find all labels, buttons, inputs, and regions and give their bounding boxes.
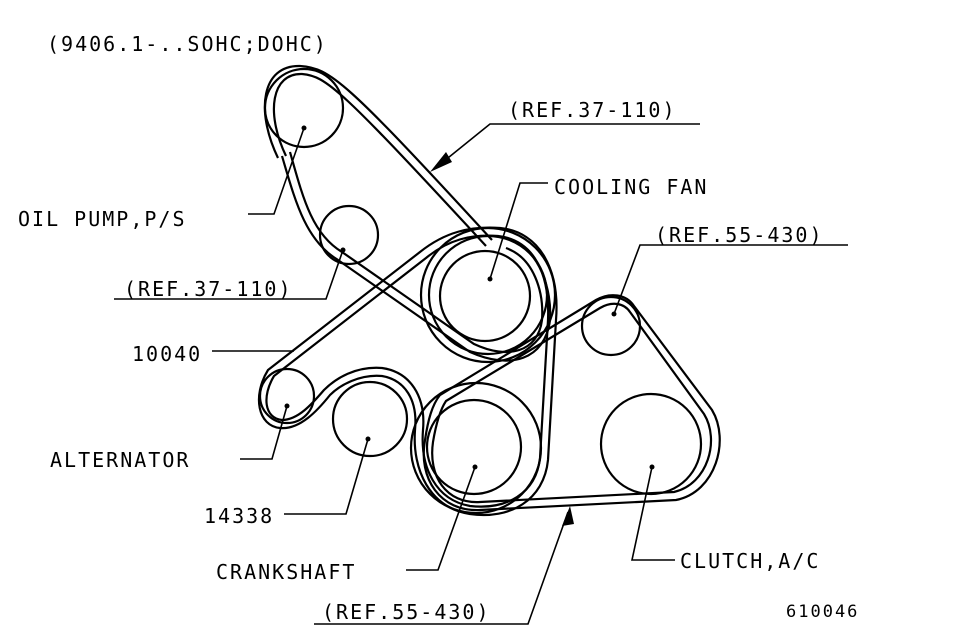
ac-clutch-pulley [599,392,703,496]
figure-number: 610046 [786,602,860,622]
leader-lines [114,123,848,625]
oil-pump-label: OIL PUMP,P/S [18,207,187,231]
header-note: (9406.1-..SOHC;DOHC) [47,32,328,56]
crankshaft-pulley-inner [425,398,523,496]
tensioner-pulley [580,295,642,357]
ref-37-mid-label: (REF.37-110) [124,277,293,301]
upper-idler-pulley [318,204,380,266]
ref-55-lower-label: (REF.55-430) [322,600,491,624]
belt-ref-55-430 [422,294,721,512]
idler-14338-pulley [331,380,409,458]
crankshaft-label: CRANKSHAFT [216,560,357,584]
ref-55-upper-label: (REF.55-430) [655,223,824,247]
belt-10040-label: 10040 [132,342,203,366]
oil-pump-pulley [263,67,345,149]
alternator-pulley [258,367,316,425]
belt-10040 [257,226,558,517]
clutch-ac-label: CLUTCH,A/C [680,549,821,573]
alternator-label: ALTERNATOR [50,448,191,472]
ref-top-label: (REF.37-110) [508,98,677,122]
idler-14338-label: 14338 [204,504,275,528]
cooling-fan-label: COOLING FAN [554,175,709,199]
cooling-fan-pulley-inner [438,249,532,343]
